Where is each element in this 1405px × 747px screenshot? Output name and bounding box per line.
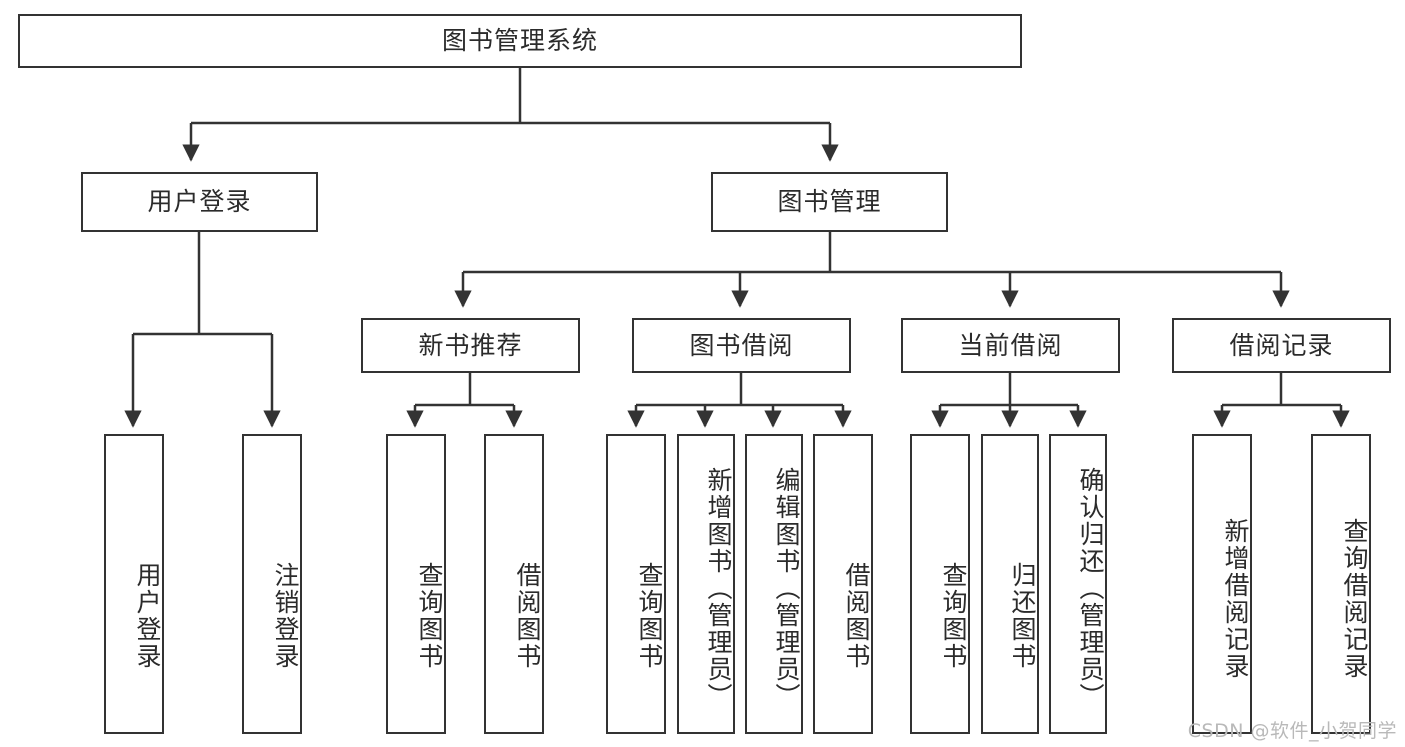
node-label: 用户登录 (147, 187, 252, 217)
node-label: 新书推荐 (418, 330, 523, 360)
node-label: 借阅图书 (842, 562, 871, 670)
node-borrow-record[interactable]: 借阅记录 (1172, 318, 1391, 373)
leaf-query-book-recommend[interactable]: 查询图书 (386, 434, 446, 734)
node-label: 当前借阅 (958, 330, 1063, 360)
leaf-add-borrow-record[interactable]: 新增借阅记录 (1192, 434, 1252, 734)
node-root-system[interactable]: 图书管理系统 (18, 14, 1022, 68)
node-label: 归还图书 (1008, 562, 1037, 670)
leaf-borrow-book-recommend[interactable]: 借阅图书 (484, 434, 544, 734)
leaf-logout-login[interactable]: 注销登录 (242, 434, 302, 734)
node-label: 图书借阅 (689, 330, 794, 360)
node-label: 图书管理系统 (441, 26, 598, 56)
leaf-user-login[interactable]: 用户登录 (104, 434, 164, 734)
watermark-text: CSDN @软件_小贺同学 (1187, 720, 1397, 742)
node-label: 查询图书 (939, 562, 968, 670)
node-label: 新增图书（管理员） (704, 466, 733, 710)
leaf-return-book[interactable]: 归还图书 (981, 434, 1039, 734)
leaf-confirm-return-admin[interactable]: 确认归还（管理员） (1049, 434, 1107, 734)
node-book-management[interactable]: 图书管理 (711, 172, 948, 232)
node-label: 图书管理 (777, 187, 882, 217)
node-label: 注销登录 (271, 562, 300, 670)
leaf-query-book-current[interactable]: 查询图书 (910, 434, 970, 734)
node-label: 确认归还（管理员） (1076, 466, 1105, 710)
node-label: 查询图书 (415, 562, 444, 670)
node-label: 用户登录 (133, 562, 162, 670)
node-book-borrow[interactable]: 图书借阅 (632, 318, 851, 373)
leaf-query-book-borrow[interactable]: 查询图书 (606, 434, 666, 734)
leaf-add-book-admin[interactable]: 新增图书（管理员） (677, 434, 735, 734)
node-label: 查询借阅记录 (1340, 518, 1369, 680)
node-user-login[interactable]: 用户登录 (81, 172, 318, 232)
leaf-query-borrow-record[interactable]: 查询借阅记录 (1311, 434, 1371, 734)
leaf-borrow-book[interactable]: 借阅图书 (813, 434, 873, 734)
node-current-borrow[interactable]: 当前借阅 (901, 318, 1120, 373)
node-label: 新增借阅记录 (1221, 518, 1250, 680)
leaf-edit-book-admin[interactable]: 编辑图书（管理员） (745, 434, 803, 734)
node-label: 借阅记录 (1229, 330, 1334, 360)
node-label: 查询图书 (635, 562, 664, 670)
node-new-book-recommend[interactable]: 新书推荐 (361, 318, 580, 373)
node-label: 借阅图书 (513, 562, 542, 670)
node-label: 编辑图书（管理员） (772, 466, 801, 710)
